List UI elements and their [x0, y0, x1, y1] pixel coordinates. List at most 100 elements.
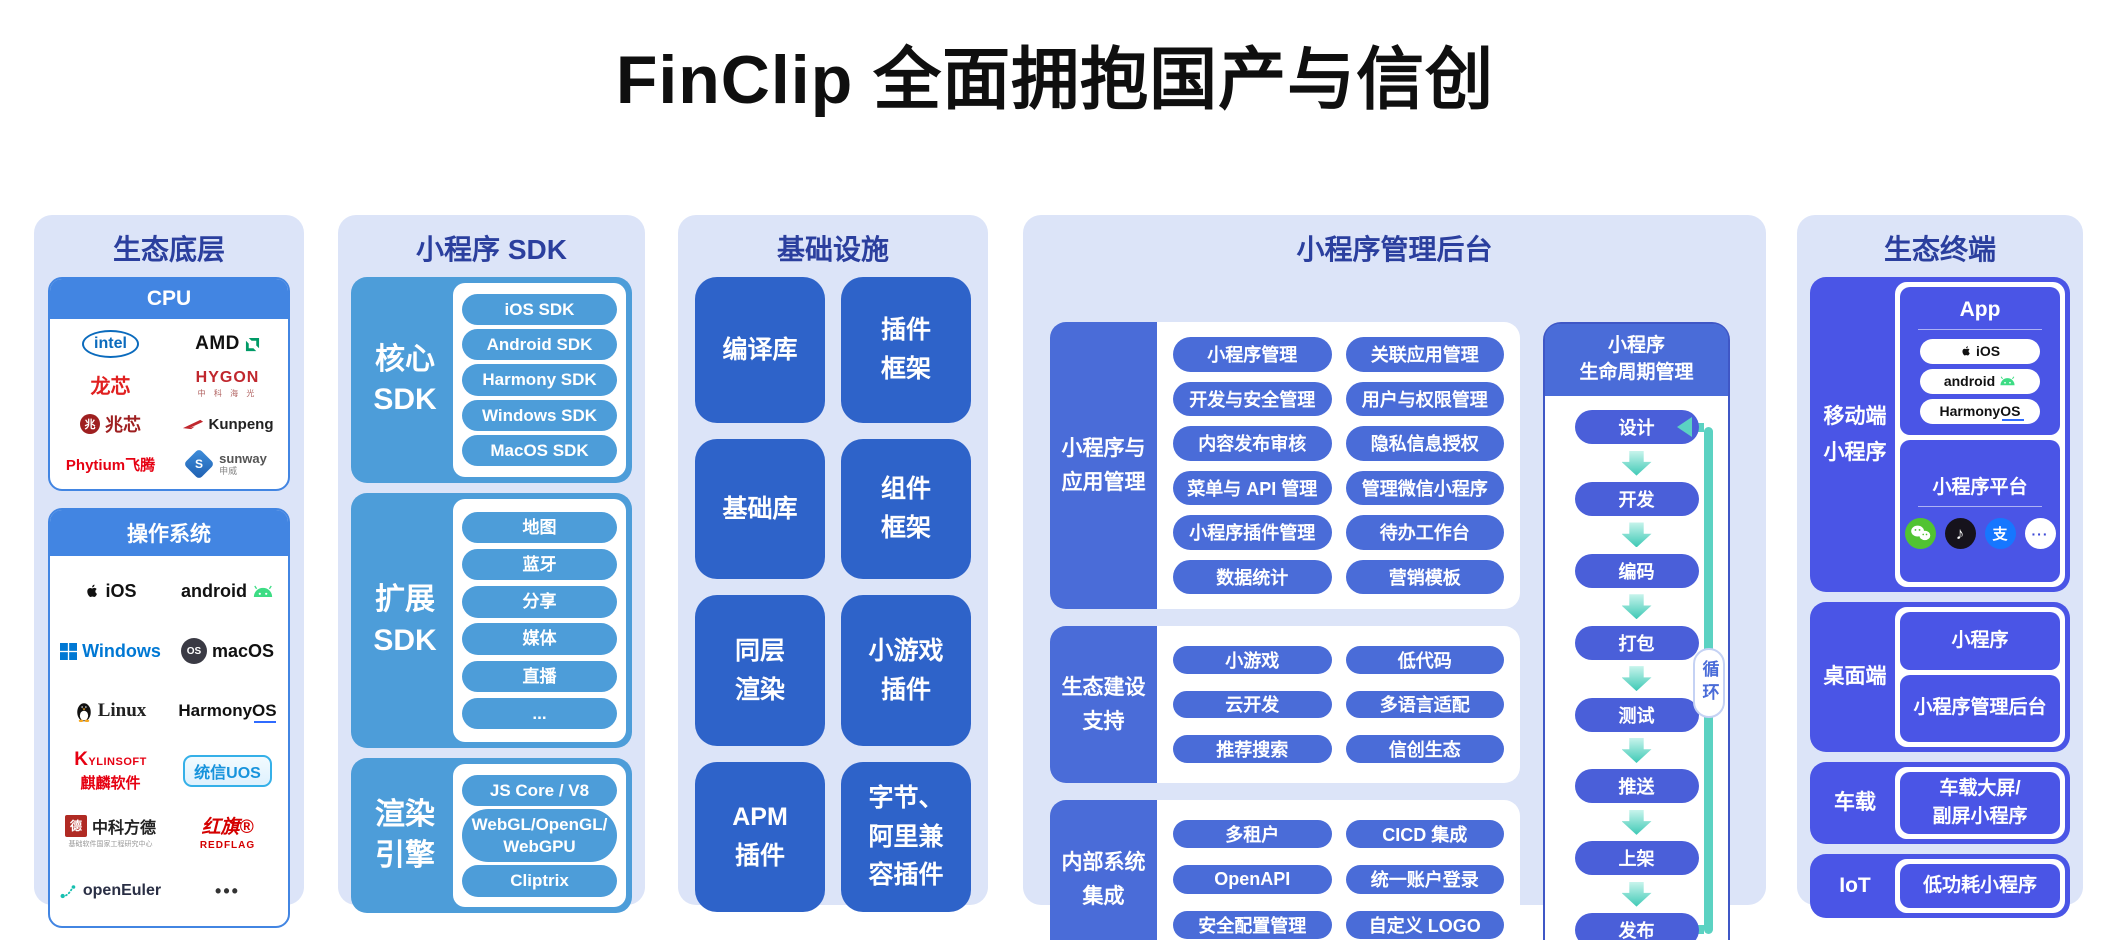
desktop-miniapp-tile: 小程序: [1900, 612, 2060, 670]
harmonyos-logo: HarmonyOS: [178, 701, 277, 723]
pill-cicd: CICD 集成: [1345, 820, 1504, 849]
uos-logo: 统信UOS: [183, 755, 272, 787]
panel-admin: 小程序管理后台 小程序与 应用管理 小程序管理 关联应用管理 开发与安全管理 用…: [1023, 215, 1766, 940]
harmonyos-logo-text: HarmonyOS: [178, 701, 277, 720]
os-logo-grid: iOS android Windows OS macOS Linux Harmo…: [50, 556, 288, 926]
lifecycle-header: 小程序 生命周期管理: [1545, 324, 1728, 397]
pill-share: 分享: [462, 586, 617, 618]
pill-recommend-search: 推荐搜索: [1173, 735, 1332, 763]
pill-android-sdk: Android SDK: [462, 329, 617, 361]
panel-eco-base-title: 生态底层: [112, 234, 225, 265]
page-title: FinClip 全面拥抱国产与信创: [615, 42, 1495, 118]
desktop-terminal-block: 桌面端 小程序 小程序管理后台: [1810, 602, 2070, 752]
admin-blocks: 小程序与 应用管理 小程序管理 关联应用管理 开发与安全管理 用户与权限管理 内…: [1050, 322, 1520, 940]
windows-logo: Windows: [60, 641, 161, 662]
pill-plugin-mgmt: 小程序插件管理: [1173, 515, 1332, 550]
linux-logo-text: Linux: [97, 700, 147, 721]
pill-security-config: 安全配置管理: [1173, 910, 1332, 939]
core-sdk-label-line: SDK: [373, 383, 437, 416]
app-card: App iOS android HarmonyOS: [1900, 287, 2060, 435]
pill-privacy-auth: 隐私信息授权: [1345, 426, 1504, 461]
redflag-logo-text: 红旗®: [201, 816, 254, 838]
kunpeng-swoosh-icon: [182, 419, 204, 430]
app-management-label: 小程序与 应用管理: [1050, 322, 1157, 609]
pill-content-review: 内容发布审核: [1173, 426, 1332, 461]
internal-integration-label: 内部系统 集成: [1050, 800, 1157, 940]
internal-integration-block: 内部系统 集成 多租户 CICD 集成 OpenAPI 统一账户登录 安全配置管…: [1050, 800, 1520, 940]
tile-compile-lib: 编译库: [695, 277, 825, 423]
wechat-icon: [1904, 518, 1936, 550]
uos-logo-text: 统信UOS: [183, 755, 272, 787]
zhaoxin-logo-text: 兆芯: [105, 415, 141, 435]
windows-icon: [60, 642, 78, 660]
car-terminal-label: 车载: [1834, 791, 1876, 815]
pill-menu-api-mgmt: 菜单与 API 管理: [1173, 470, 1332, 505]
down-arrow-icon: [1621, 809, 1652, 835]
zhaoxin-badge-icon: 兆: [80, 414, 100, 434]
os-card: 操作系统 iOS android Windows OS macOS Linux: [48, 508, 290, 928]
harmonyos-underline-icon: [2002, 418, 2024, 421]
divider: [1917, 328, 2043, 330]
extension-sdk-label-line: 扩展: [375, 583, 435, 616]
fangde-seal-icon: 德: [64, 814, 87, 837]
more-platforms-icon: ···: [2024, 518, 2056, 550]
lifecycle-flow: 循环 设计 开发 编码 打包 测试 推送 上架 发布: [1545, 396, 1728, 940]
sunway-logo: S sunway 申威: [183, 448, 267, 480]
os-card-header: 操作系统: [50, 510, 288, 556]
platform-card-title: 小程序平台: [1932, 477, 2028, 499]
hygon-logo-subtext: 中 科 海 光: [197, 389, 258, 398]
pill-harmony-sdk: Harmony SDK: [462, 364, 617, 396]
platform-icon-row: ♪ 支 ···: [1904, 518, 2056, 550]
core-sdk-block: 核心 SDK iOS SDK Android SDK Harmony SDK W…: [351, 277, 632, 483]
app-pill-ios: iOS: [1920, 338, 2040, 364]
pill-dev-security-mgmt: 开发与安全管理: [1173, 381, 1332, 416]
app-card-title: App: [1959, 297, 2001, 321]
pill-sso: 统一账户登录: [1345, 865, 1504, 894]
ios-logo-text: iOS: [105, 580, 137, 601]
loongson-logo-text: 龙芯: [90, 375, 131, 398]
app-pill-android: android: [1920, 368, 2040, 394]
pill-wechat-miniapp-mgmt: 管理微信小程序: [1345, 470, 1504, 505]
pill-linked-app-mgmt: 关联应用管理: [1345, 337, 1504, 372]
car-terminal-block: 车载 车载大屏/ 副屏小程序: [1810, 762, 2070, 844]
windows-logo-text: Windows: [82, 640, 161, 661]
extension-sdk-block: 扩展 SDK 地图 蓝牙 分享 媒体 直播 ...: [351, 493, 632, 748]
panel-admin-title: 小程序管理后台: [1296, 234, 1493, 265]
android-logo-text: android: [181, 580, 247, 601]
mobile-terminal-block: 移动端 小程序 App iOS android HarmonyOS: [1810, 277, 2070, 592]
pill-xinchuang-eco: 信创生态: [1345, 735, 1504, 763]
macos-logo: OS macOS: [180, 638, 274, 664]
pill-miniapp-mgmt: 小程序管理: [1173, 337, 1332, 372]
step-package: 打包: [1574, 625, 1699, 660]
kylinsoft-logo: KYLINSOFT 麒麟软件: [74, 749, 147, 793]
penguin-icon: [75, 701, 93, 722]
mobile-terminal-label: 移动端 小程序: [1823, 404, 1887, 464]
panel-sdk: 小程序 SDK 核心 SDK iOS SDK Android SDK Harmo…: [338, 215, 645, 913]
tile-compat-plugin: 字节、阿里兼容插件: [841, 762, 971, 912]
extension-sdk-label-line: SDK: [373, 623, 437, 657]
pill-cloud-dev: 云开发: [1173, 690, 1332, 719]
render-engine-pill-list: JS Core / V8 WebGL/OpenGL/ WebGPU Cliptr…: [453, 764, 626, 907]
kunpeng-logo: Kunpeng: [182, 416, 274, 433]
douyin-icon: ♪: [1944, 518, 1976, 550]
sunway-diamond-icon: S: [183, 448, 215, 480]
eco-support-block: 生态建设 支持 小游戏 低代码 云开发 多语言适配 推荐搜索 信创生态: [1050, 626, 1520, 783]
pill-data-stats: 数据统计: [1173, 559, 1332, 594]
redflag-logo: 红旗® REDFLAG: [200, 812, 255, 851]
down-arrow-icon: [1621, 594, 1652, 620]
app-pill-harmonyos: HarmonyOS: [1920, 398, 2040, 424]
pill-more: ...: [462, 697, 617, 730]
pill-i18n: 多语言适配: [1345, 690, 1504, 719]
down-arrow-icon: [1621, 450, 1652, 476]
intel-logo-text: intel: [82, 330, 139, 358]
pill-live: 直播: [462, 660, 617, 692]
render-engine-label: 渲染 引擎: [357, 764, 453, 907]
redflag-logo-subtext: REDFLAG: [199, 839, 256, 851]
amd-arrow-icon: [245, 337, 260, 352]
pill-windows-sdk: Windows SDK: [462, 399, 617, 431]
pill-openapi: OpenAPI: [1173, 865, 1332, 894]
tile-same-layer-render: 同层渲染: [695, 595, 825, 746]
desktop-terminal-label: 桌面端: [1823, 665, 1887, 689]
down-arrow-icon: [1621, 666, 1652, 692]
